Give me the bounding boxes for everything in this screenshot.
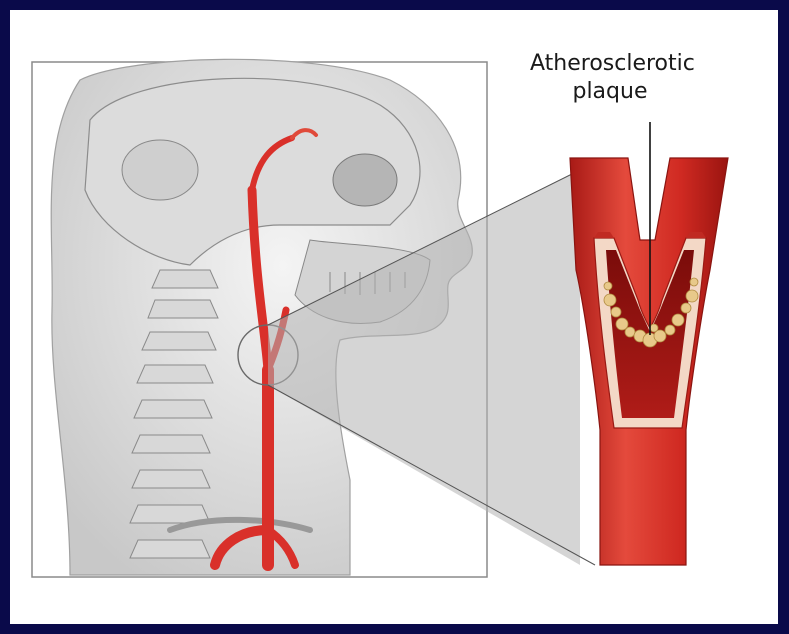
zoomed-vessel <box>570 158 728 565</box>
callout-label-line2: plaque <box>530 78 690 106</box>
callout-label-line1: Atherosclerotic <box>530 50 690 78</box>
callout-label: Atherosclerotic plaque <box>530 50 690 106</box>
slide-canvas: Atherosclerotic plaque <box>10 10 778 624</box>
